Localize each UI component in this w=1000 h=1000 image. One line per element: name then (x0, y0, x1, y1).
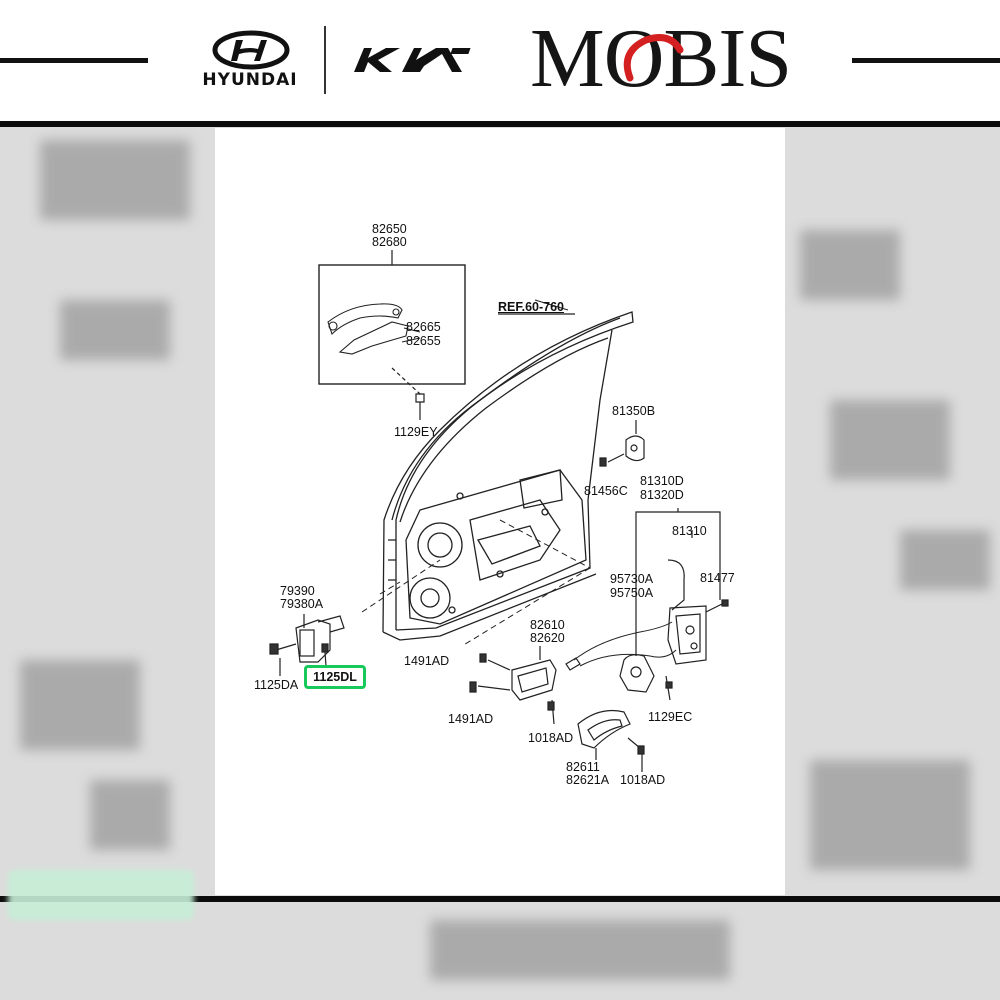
door-hinge (269, 614, 345, 676)
label-81320d: 81320D (640, 488, 684, 502)
top-band (0, 121, 1000, 127)
actuator (619, 608, 655, 693)
door-panel (382, 311, 634, 641)
label-81456c: 81456C (584, 484, 628, 498)
label-79380a: 79380A (280, 597, 324, 611)
label-95750a: 95750A (610, 586, 654, 600)
inner-handle-bezel (577, 709, 645, 772)
label-95730a: 95730A (610, 572, 654, 586)
header-rule-left (0, 58, 148, 63)
inner-handle (469, 646, 557, 725)
mobis-wordmark: MOBIS (530, 12, 792, 105)
blurred-highlight (8, 870, 194, 920)
striker-part (599, 420, 645, 467)
label-82665: 82665 (406, 320, 441, 334)
label-82680: 82680 (372, 235, 407, 249)
label-1129ey: 1129EY (394, 425, 438, 439)
label-82611: 82611 (566, 760, 600, 774)
label-82655: 82655 (406, 334, 441, 348)
brand-divider (324, 26, 326, 94)
bottom-band (0, 896, 1000, 902)
hyundai-wordmark: HYUNDAI (202, 70, 298, 90)
kia-logo-icon (354, 48, 471, 72)
label-82620: 82620 (530, 631, 565, 645)
header-rule-right (852, 58, 1000, 63)
label-1129ec: 1129EC (648, 710, 693, 724)
label-81477: 81477 (700, 571, 735, 585)
label-81350b: 81350B (612, 404, 656, 418)
mobis-o-swoosh-icon (623, 34, 684, 82)
label-81310d: 81310D (640, 474, 684, 488)
label-1125dl: 1125DL (313, 670, 357, 684)
label-1125da: 1125DA (254, 678, 299, 692)
label-82650: 82650 (372, 222, 407, 236)
brand-header: HYUNDAI MOBIS (0, 0, 1000, 122)
label-82610: 82610 (530, 618, 565, 632)
label-82621a: 82621A (566, 773, 610, 787)
hyundai-logo-icon (212, 30, 290, 70)
label-81310: 81310 (672, 524, 707, 538)
handle-inset-box (318, 264, 466, 385)
outside-handle-parts (327, 303, 421, 355)
label-1491ad-lower: 1491AD (448, 712, 494, 726)
label-ref: REF.60-760 (498, 300, 565, 314)
label-1491ad-upper: 1491AD (404, 654, 450, 668)
highlighted-part-1125dl[interactable]: 1125DL (304, 665, 366, 689)
label-1018ad-upper: 1018AD (528, 731, 574, 745)
label-1018ad-lower: 1018AD (620, 773, 666, 787)
latch-assembly (667, 559, 729, 665)
label-79390: 79390 (280, 584, 315, 598)
mobis-text: MOBIS (530, 12, 792, 105)
